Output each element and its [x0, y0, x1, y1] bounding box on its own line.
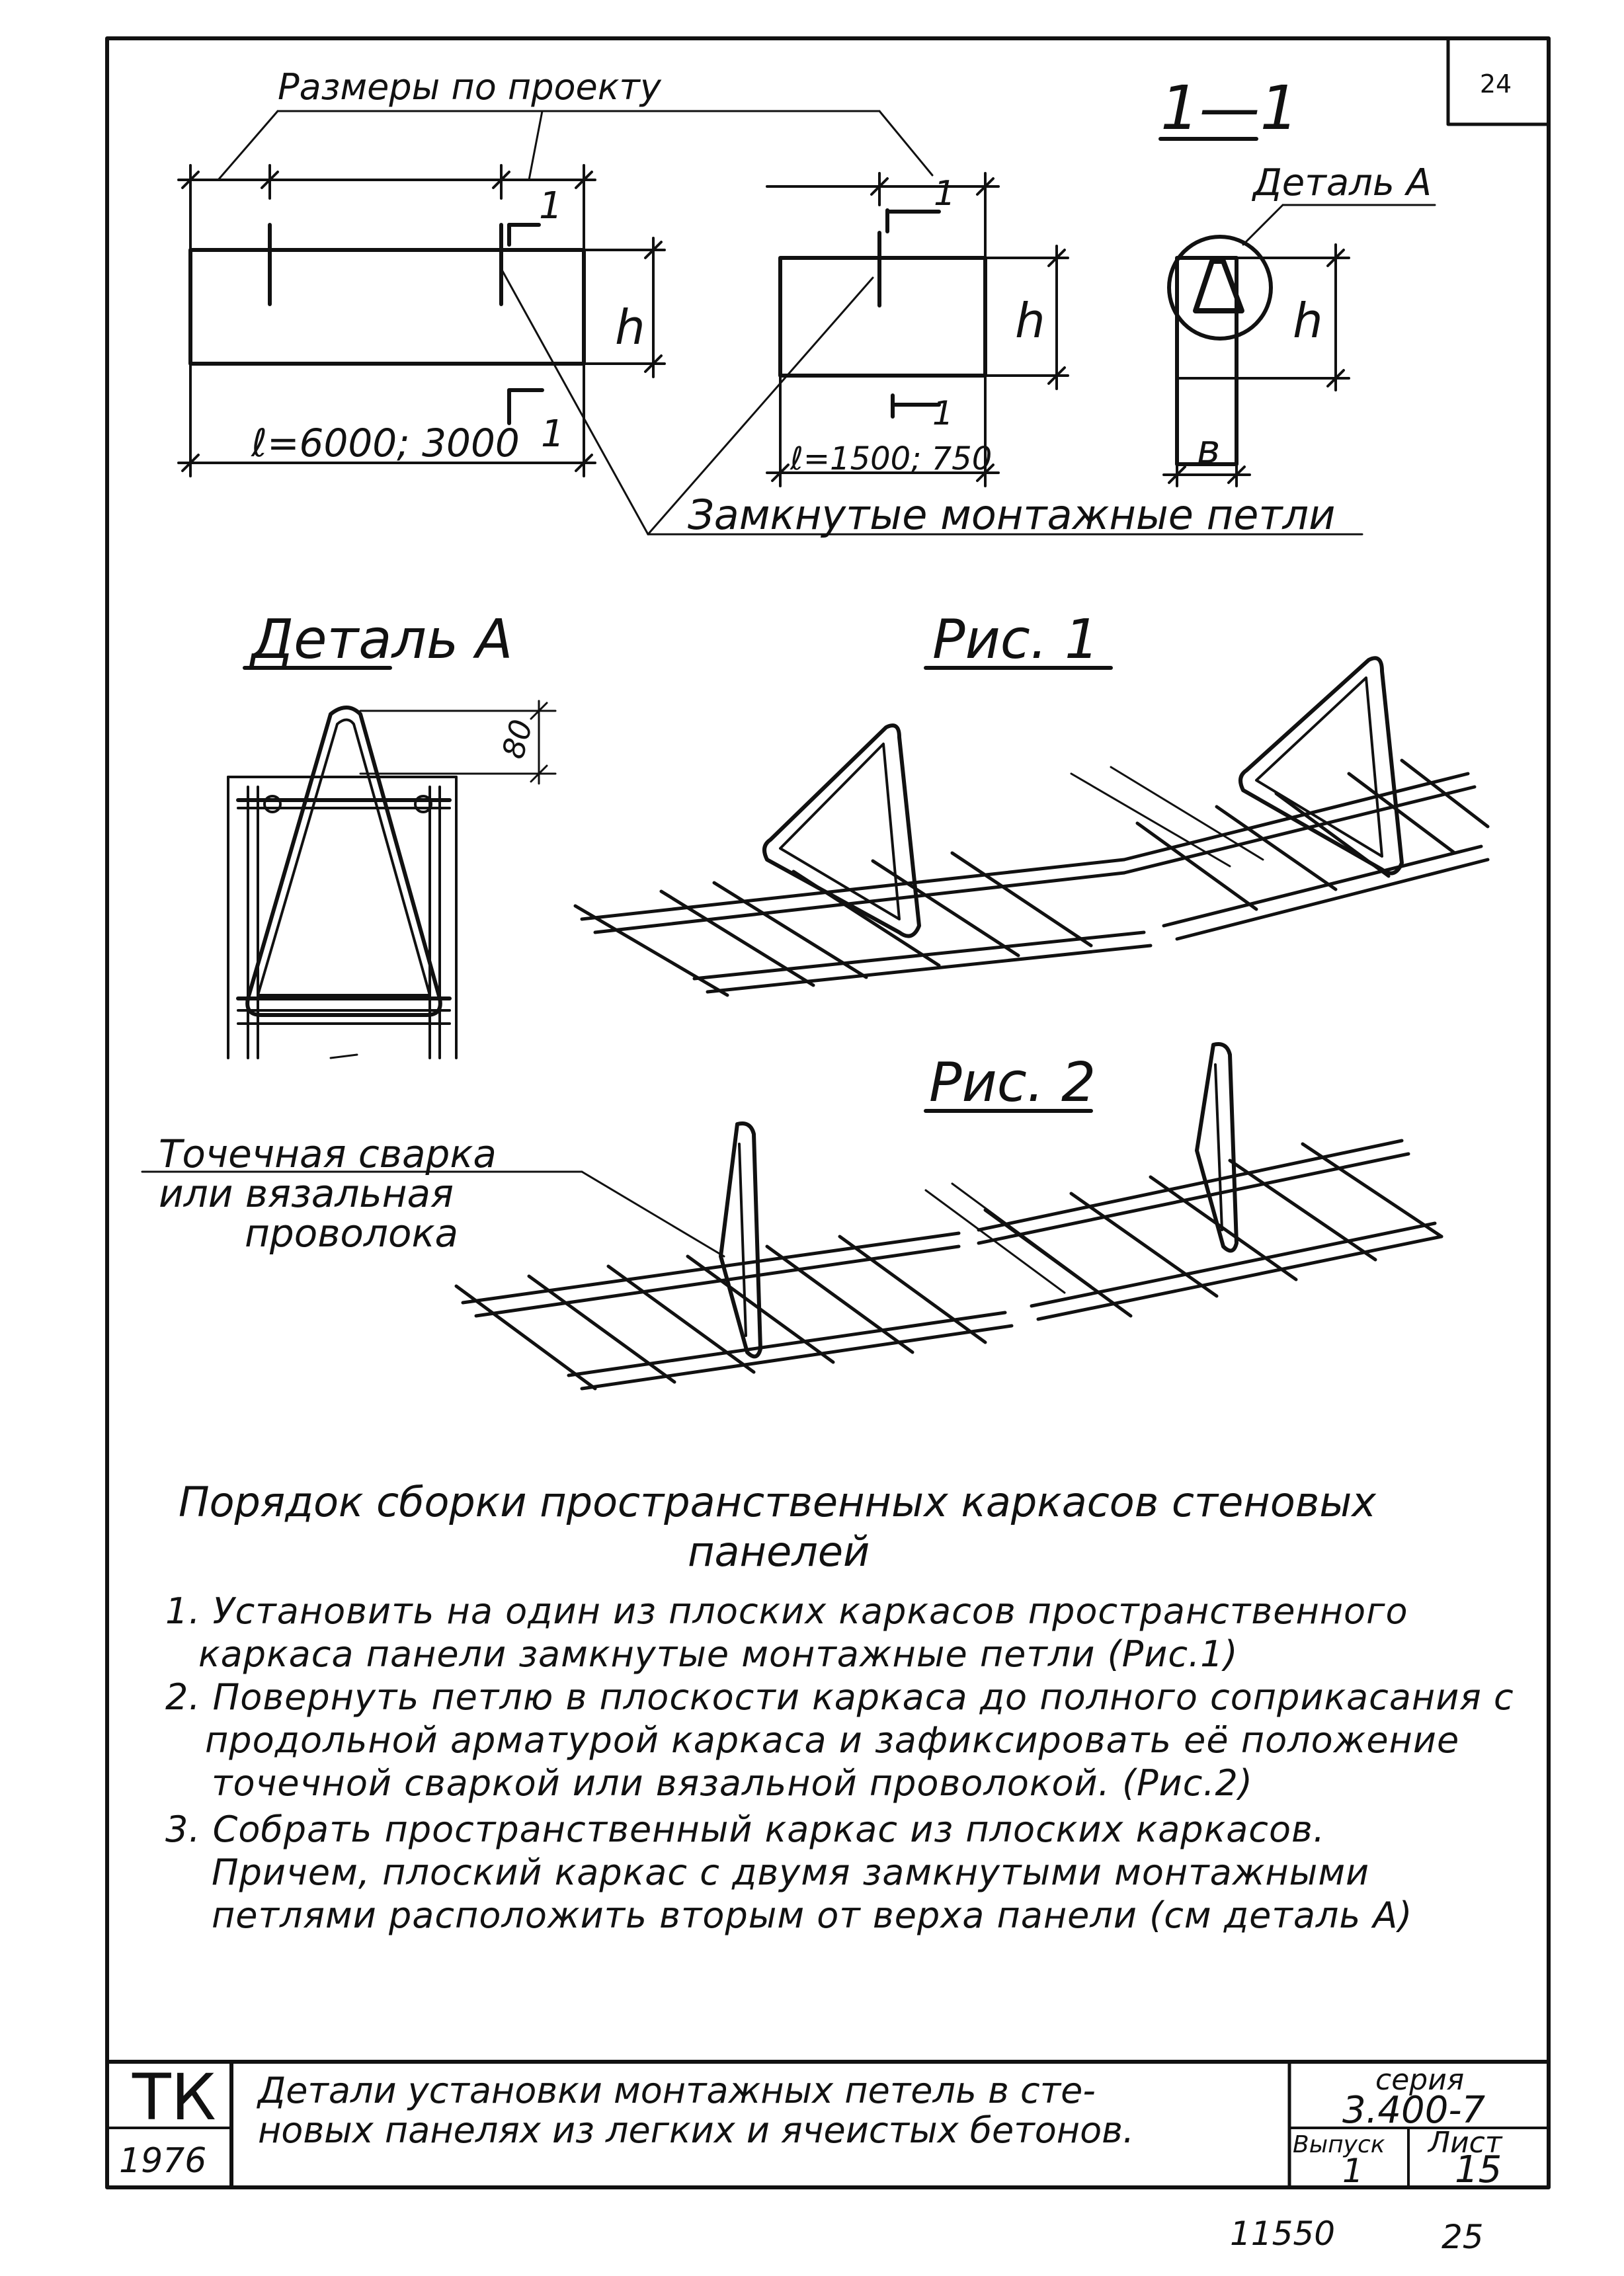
top-number-box: [1448, 38, 1549, 124]
tb-issue-label: Выпуск: [1293, 2131, 1385, 2158]
section-mark-bottom-short: 1: [932, 394, 954, 432]
length-long: ℓ=6000; 3000: [251, 421, 520, 466]
label-spot-welding-2: или вязальная: [159, 1171, 454, 1216]
procedure-step-line: 3. Собрать пространственный каркас из пл…: [165, 1809, 1325, 1850]
top-sheet-number: 24: [1480, 69, 1512, 99]
bottom-page: 25: [1441, 2218, 1484, 2256]
tb-title-2: новых панелях из легких и ячеистых бетон…: [258, 2109, 1134, 2151]
tb-title-1: Детали установки монтажных петель в сте-: [257, 2070, 1096, 2111]
label-spot-welding-1: Точечная сварка: [159, 1131, 497, 1176]
tb-series-value: 3.400-7: [1342, 2089, 1486, 2132]
elevation-long-panel: [179, 165, 665, 476]
fig1-title: Рис. 1: [932, 608, 1099, 671]
tb-issue-value: 1: [1342, 2152, 1363, 2190]
procedure-step-line: каркаса панели замкнутые монтажные петли…: [198, 1633, 1238, 1675]
label-detail-a-ref: Деталь А: [1251, 161, 1432, 204]
label-closed-loops: Замкнутые монтажные петли: [688, 491, 1335, 539]
fig2-title: Рис. 2: [929, 1051, 1096, 1114]
section-mark-top-long: 1: [539, 184, 563, 227]
length-short: ℓ=1500; 750: [790, 440, 992, 477]
section-mark-bottom-long: 1: [541, 413, 565, 456]
dim-h-section: h: [1293, 293, 1323, 348]
elevation-short-panel: [767, 173, 1068, 486]
procedure-step-line: 1. Установить на один из плоских каркасо…: [165, 1590, 1408, 1632]
tb-org: ТК: [132, 2060, 216, 2134]
procedure-step-line: петлями расположить вторым от верха пане…: [212, 1894, 1413, 1936]
tb-sheet-label: Лист: [1427, 2126, 1503, 2160]
dim-b-section: в: [1197, 427, 1220, 473]
cross-section-1-1: [1160, 139, 1435, 486]
fig2-drawing: [142, 1044, 1441, 1389]
dim-80: 80: [495, 715, 539, 762]
leaders-dims: [218, 111, 1362, 534]
label-spot-welding-3: проволока: [245, 1211, 458, 1256]
tb-series-label: серия: [1375, 2063, 1464, 2097]
detail-a-drawing: [228, 668, 555, 1058]
procedure-step-line: продольной арматурой каркаса и зафиксиро…: [205, 1719, 1460, 1761]
procedure-title-line1: Порядок сборки пространственных каркасов…: [179, 1478, 1376, 1526]
tb-sheet-value: 15: [1455, 2148, 1502, 2191]
title-block-lines: [107, 2062, 1549, 2187]
procedure-step-line: Причем, плоский каркас с двумя замкнутым…: [212, 1851, 1370, 1893]
dim-h-short: h: [1015, 293, 1045, 348]
dim-h-long: h: [615, 300, 645, 355]
label-section-1-1: 1—1: [1160, 73, 1299, 143]
procedure-step-line: точечной сваркой или вязальной проволоко…: [212, 1762, 1253, 1804]
label-dims-by-project: Размеры по проекту: [278, 66, 662, 108]
detail-a-title: Деталь А: [249, 608, 512, 671]
sheet-frame: [107, 38, 1549, 2187]
section-mark-top-short: 1: [934, 174, 955, 214]
tb-year: 1976: [119, 2141, 206, 2181]
fig1-drawing: [575, 658, 1488, 995]
bottom-inventory: 11550: [1230, 2215, 1335, 2253]
procedure-step-line: 2. Повернуть петлю в плоскости каркаса д…: [165, 1676, 1514, 1718]
procedure-title-line2: панелей: [688, 1527, 870, 1576]
